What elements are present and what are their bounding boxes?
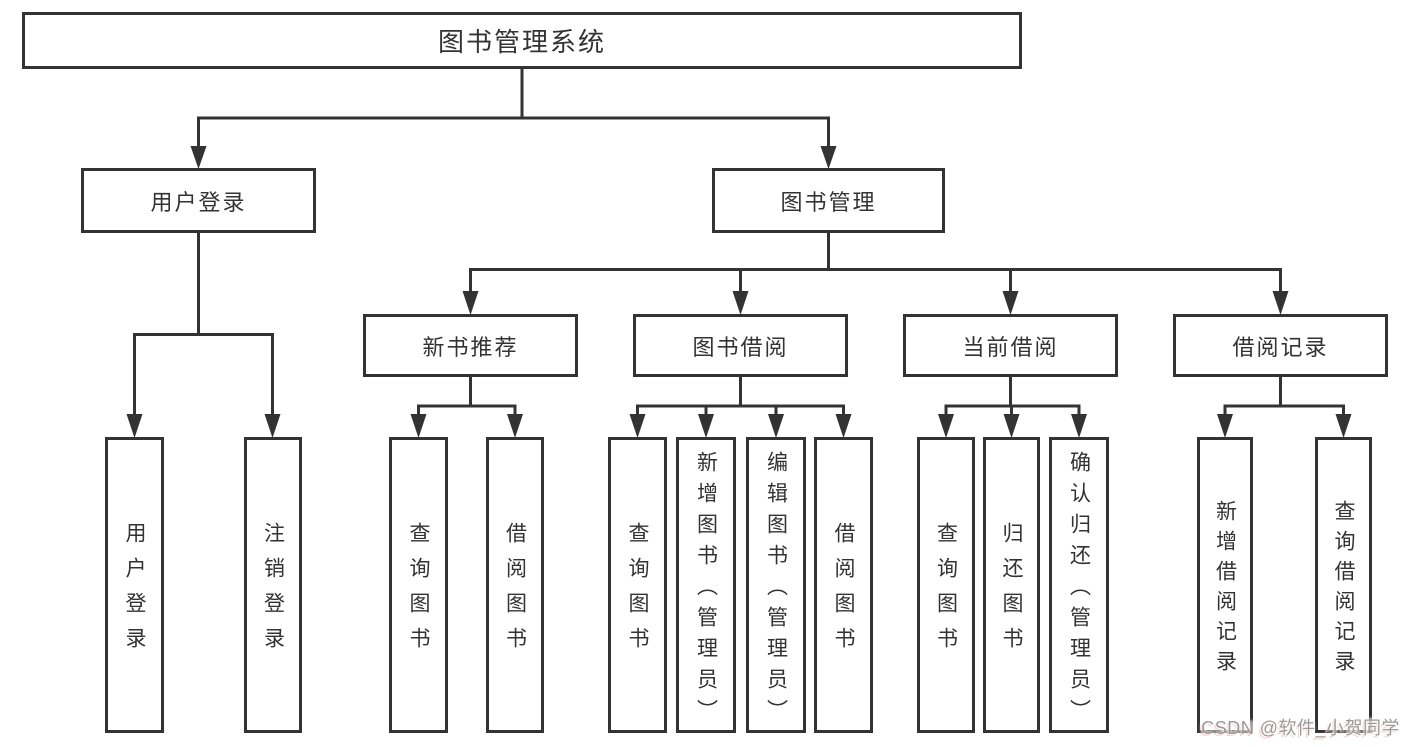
leaf-current-query-books-label: 查询图书 xyxy=(934,522,958,662)
node-user-login: 用户登录 xyxy=(81,168,316,233)
leaf-recommend-query-books-label: 查询图书 xyxy=(407,522,430,662)
leaf-return-books: 归还图书 xyxy=(983,437,1040,733)
node-new-book-recommend-label: 新书推荐 xyxy=(422,334,519,360)
leaf-borrowing-query-books: 查询图书 xyxy=(608,437,667,733)
leaf-query-borrow-record: 查询借阅记录 xyxy=(1315,437,1372,733)
node-root: 图书管理系统 xyxy=(22,12,1022,69)
leaf-edit-books-admin-label: 编辑图书（管理员） xyxy=(764,450,788,730)
leaf-user-login: 用户登录 xyxy=(105,437,164,733)
leaf-add-books-admin-label: 新增图书（管理员） xyxy=(694,450,718,730)
node-borrowing-records-label: 借阅记录 xyxy=(1232,334,1329,360)
leaf-add-borrow-record-label: 新增借阅记录 xyxy=(1213,499,1237,680)
leaf-recommend-borrow-books-label: 借阅图书 xyxy=(503,522,527,662)
csdn-watermark: CSDN @软件_小贺同学 xyxy=(1201,718,1400,738)
node-current-borrowing-label: 当前借阅 xyxy=(962,334,1059,360)
node-current-borrowing: 当前借阅 xyxy=(903,314,1118,377)
leaf-borrowing-borrow-books: 借阅图书 xyxy=(814,437,873,733)
node-book-borrowing: 图书借阅 xyxy=(633,314,848,377)
leaf-query-borrow-record-label: 查询借阅记录 xyxy=(1332,499,1355,680)
leaf-confirm-return-admin: 确认归还（管理员） xyxy=(1049,437,1109,733)
leaf-recommend-borrow-books: 借阅图书 xyxy=(486,437,544,733)
leaf-borrowing-borrow-books-label: 借阅图书 xyxy=(832,522,855,662)
leaf-return-books-label: 归还图书 xyxy=(1000,522,1023,662)
node-book-management: 图书管理 xyxy=(712,168,945,233)
node-user-login-label: 用户登录 xyxy=(150,189,247,215)
leaf-logout-label: 注销登录 xyxy=(261,522,285,662)
leaf-user-login-label: 用户登录 xyxy=(123,522,146,662)
leaf-add-books-admin: 新增图书（管理员） xyxy=(676,437,736,733)
node-root-label: 图书管理系统 xyxy=(437,27,606,57)
leaf-confirm-return-admin-label: 确认归还（管理员） xyxy=(1067,450,1091,730)
leaf-borrowing-query-books-label: 查询图书 xyxy=(626,522,649,662)
leaf-add-borrow-record: 新增借阅记录 xyxy=(1197,437,1253,733)
node-book-borrowing-label: 图书借阅 xyxy=(692,334,789,360)
leaf-current-query-books: 查询图书 xyxy=(917,437,975,733)
node-borrowing-records: 借阅记录 xyxy=(1173,314,1388,377)
leaf-edit-books-admin: 编辑图书（管理员） xyxy=(746,437,806,733)
leaf-recommend-query-books: 查询图书 xyxy=(389,437,448,733)
node-new-book-recommend: 新书推荐 xyxy=(363,314,578,377)
leaf-logout: 注销登录 xyxy=(244,437,302,733)
node-book-management-label: 图书管理 xyxy=(780,189,877,215)
